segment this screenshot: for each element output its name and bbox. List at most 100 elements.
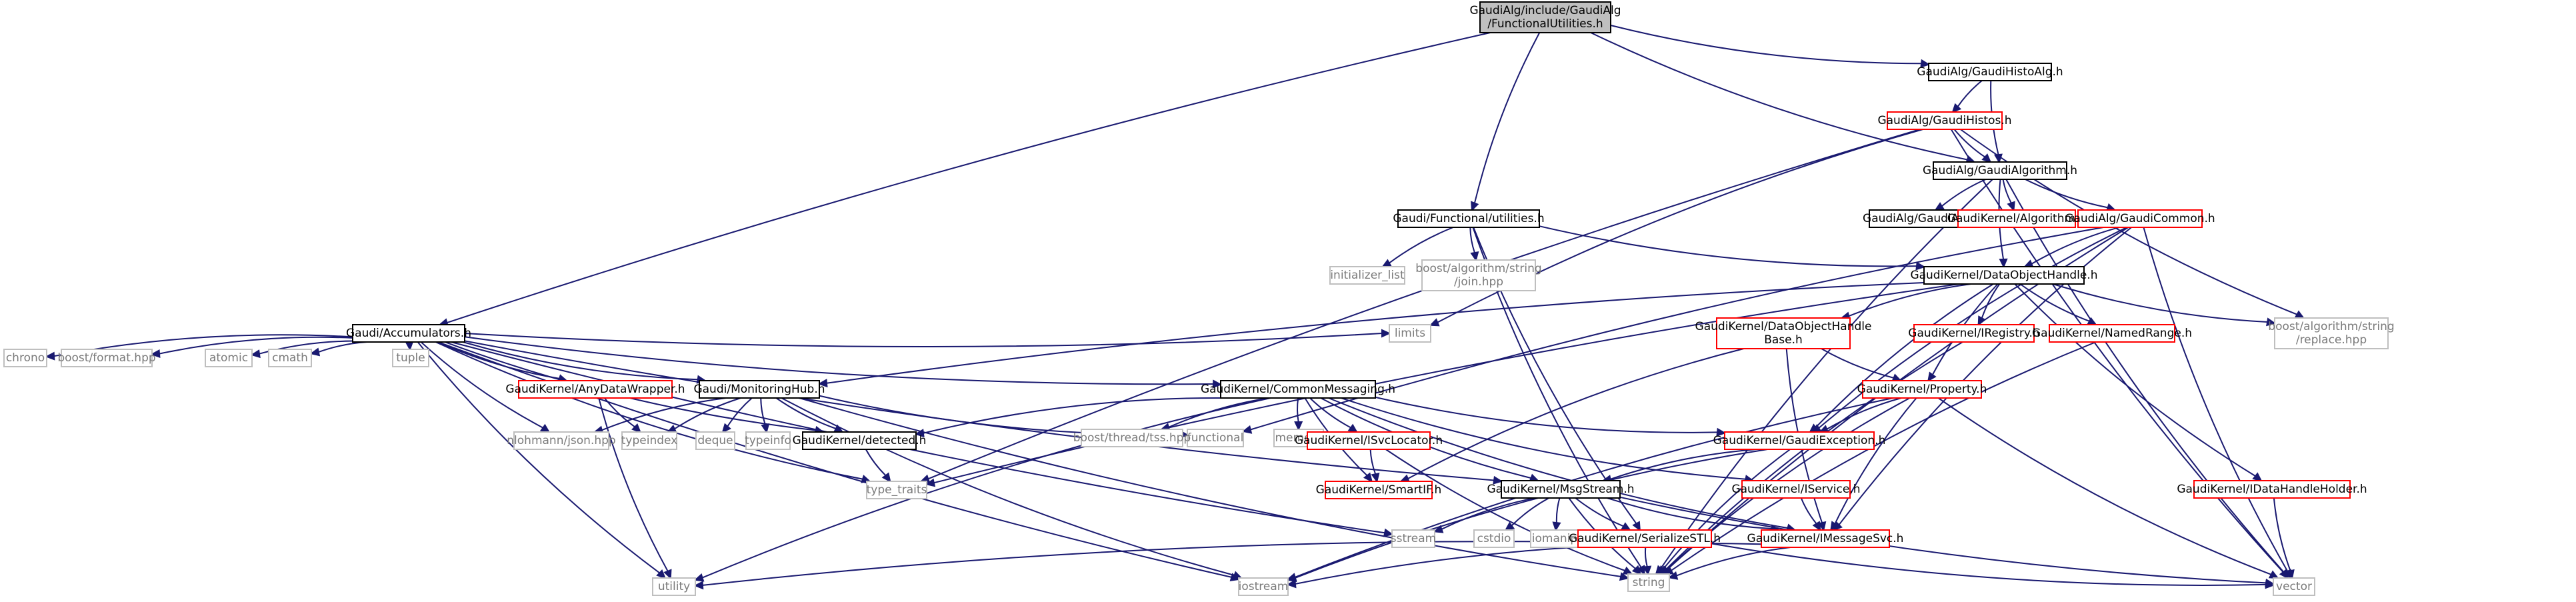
edge-arrowhead bbox=[1637, 565, 1645, 576]
edge-anydata-to-utility bbox=[598, 397, 672, 580]
edge-monhub-to-typeinfo bbox=[760, 397, 770, 434]
node-cmath: cmath bbox=[268, 349, 312, 367]
node-histos[interactable]: GaudiAlg/GaudiHistos.h bbox=[1877, 111, 2012, 130]
edge-anydata-to-typeindex bbox=[603, 397, 642, 433]
edge-algorithm-to-gkalgorithm bbox=[2002, 179, 2015, 212]
edge-arrowhead bbox=[1667, 571, 1679, 580]
node-root[interactable]: GaudiAlg/include/GaudiAlg/FunctionalUtil… bbox=[1469, 1, 1621, 33]
node-property[interactable]: GaudiKernel/Property.h bbox=[1857, 380, 1987, 399]
node-namedrange[interactable]: GaudiKernel/NamedRange.h bbox=[2032, 324, 2192, 343]
edge-accum-to-utility bbox=[417, 341, 667, 579]
node-label: GaudiKernel/IMessageSvc.h bbox=[1747, 532, 1904, 545]
node-gaudialg[interactable]: GaudiAlg/GaudiAlg.h bbox=[1863, 209, 1980, 228]
node-accum[interactable]: Gaudi/Accumulators.h bbox=[346, 324, 471, 343]
node-imsgsvc[interactable]: GaudiKernel/IMessageSvc.h bbox=[1747, 529, 1904, 548]
node-box bbox=[1716, 317, 1851, 349]
edge-arrowhead bbox=[663, 569, 672, 580]
edge-arrowhead bbox=[761, 423, 770, 434]
edge-line bbox=[1590, 32, 1968, 161]
edge-line bbox=[1981, 283, 2001, 319]
node-iservice[interactable]: GaudiKernel/IService.h bbox=[1731, 480, 1861, 499]
node-dohandle[interactable]: GaudiKernel/DataObjectHandle.h bbox=[1910, 266, 2098, 285]
node-iregistry[interactable]: GaudiKernel/IRegistry.h bbox=[1908, 324, 2040, 343]
edge-algorithm-to-gaudialg bbox=[1934, 179, 1987, 211]
edge-arrowhead bbox=[1381, 259, 1392, 268]
edge-line bbox=[2273, 497, 2291, 571]
edge-line bbox=[2019, 283, 2090, 322]
node-label: Gaudi/Accumulators.h bbox=[346, 327, 471, 340]
edge-arrowhead bbox=[1383, 528, 1394, 537]
node-box bbox=[1741, 480, 1851, 499]
node-box bbox=[2077, 209, 2203, 228]
node-tuple: tuple bbox=[392, 349, 429, 367]
edge-line bbox=[1575, 497, 1624, 527]
node-smartif[interactable]: GaudiKernel/SmartIF.h bbox=[1316, 481, 1442, 499]
edge-arrowhead bbox=[631, 423, 642, 433]
node-detected[interactable]: GaudiKernel/detected.h bbox=[793, 431, 927, 450]
node-box bbox=[513, 431, 609, 450]
node-box bbox=[1957, 209, 2076, 228]
node-anydata[interactable]: GaudiKernel/AnyDataWrapper.h bbox=[505, 380, 685, 399]
node-algorithm[interactable]: GaudiAlg/GaudiAlgorithm.h bbox=[1923, 161, 2077, 180]
edge-root-to-funcutil bbox=[1471, 32, 1541, 212]
node-cmsg[interactable]: GaudiKernel/CommonMessaging.h bbox=[1201, 380, 1395, 399]
node-label: GaudiKernel/IService.h bbox=[1731, 483, 1860, 496]
edge-line bbox=[1389, 227, 1454, 264]
edge-algorithm-to-common bbox=[2025, 179, 2117, 212]
edge-gexception-to-iostream bbox=[1286, 449, 1768, 583]
edge-arrowhead bbox=[1493, 475, 1503, 485]
edge-line bbox=[1834, 397, 1917, 525]
node-box bbox=[1928, 63, 2052, 81]
node-box bbox=[1220, 380, 1376, 399]
edge-arrowhead bbox=[1981, 153, 1992, 163]
node-box bbox=[1307, 431, 1431, 450]
node-serialize[interactable]: GaudiKernel/SerializeSTL.h bbox=[1569, 529, 1721, 548]
edge-line bbox=[1610, 449, 1757, 480]
edge-line bbox=[1818, 227, 2127, 429]
node-histoalg[interactable]: GaudiAlg/GaudiHistoAlg.h bbox=[1917, 63, 2063, 81]
node-gkalgorithm[interactable]: GaudiKernel/Algorithm.h bbox=[1947, 209, 2086, 228]
edge-funcutil-to-joinhpp bbox=[1469, 227, 1479, 262]
edge-line bbox=[420, 341, 543, 429]
node-box bbox=[2049, 324, 2175, 343]
edge-line bbox=[1826, 397, 1902, 430]
node-msgstream[interactable]: GaudiKernel/MsgStream.h bbox=[1487, 480, 1635, 499]
node-typetraits: type_traits bbox=[866, 481, 927, 499]
node-label: /FunctionalUtilities.h bbox=[1487, 17, 1603, 31]
node-label: cstdio bbox=[1477, 532, 1511, 545]
node-idatahandle[interactable]: GaudiKernel/IDataHandleHolder.h bbox=[2177, 480, 2367, 499]
edge-arrowhead bbox=[1381, 329, 1391, 338]
edge-line bbox=[1369, 449, 1377, 475]
edge-line bbox=[1295, 449, 1768, 579]
node-box bbox=[1724, 431, 1875, 450]
node-label: GaudiAlg/GaudiHistos.h bbox=[1877, 114, 2011, 127]
edge-line bbox=[1297, 397, 1299, 423]
edge-arrowhead bbox=[925, 478, 936, 487]
node-monhub[interactable]: Gaudi/MonitoringHub.h bbox=[693, 380, 825, 399]
edge-line bbox=[464, 333, 1383, 347]
edge-layer bbox=[45, 25, 2305, 590]
edge-line bbox=[2031, 227, 2120, 265]
node-label: GaudiKernel/GaudiException.h bbox=[1713, 434, 1886, 447]
node-label: Gaudi/Functional/utilities.h bbox=[1393, 212, 1544, 225]
edge-line bbox=[2014, 283, 2256, 477]
node-typeinfo: typeinfo bbox=[745, 431, 791, 450]
node-box bbox=[205, 349, 253, 367]
edge-arrowhead bbox=[2286, 569, 2295, 580]
node-funcutil[interactable]: Gaudi/Functional/utilities.h bbox=[1393, 209, 1545, 228]
node-label: GaudiKernel/ISvcLocator.h bbox=[1295, 434, 1443, 447]
edge-line bbox=[1441, 497, 1535, 530]
node-box bbox=[2193, 480, 2351, 499]
node-label: sstream bbox=[1391, 532, 1436, 545]
edge-arrowhead bbox=[150, 349, 161, 358]
node-common[interactable]: GaudiAlg/GaudiCommon.h bbox=[2065, 209, 2215, 228]
node-gexception[interactable]: GaudiKernel/GaudiException.h bbox=[1713, 431, 1886, 450]
node-label: GaudiKernel/IRegistry.h bbox=[1908, 327, 2039, 340]
node-box bbox=[1913, 324, 2035, 343]
node-format: boost/format.hpp bbox=[57, 349, 156, 367]
node-string: string bbox=[1627, 573, 1670, 592]
edge-line bbox=[603, 397, 635, 428]
node-isvcloc[interactable]: GaudiKernel/ISvcLocator.h bbox=[1295, 431, 1443, 450]
edge-line bbox=[417, 341, 660, 574]
